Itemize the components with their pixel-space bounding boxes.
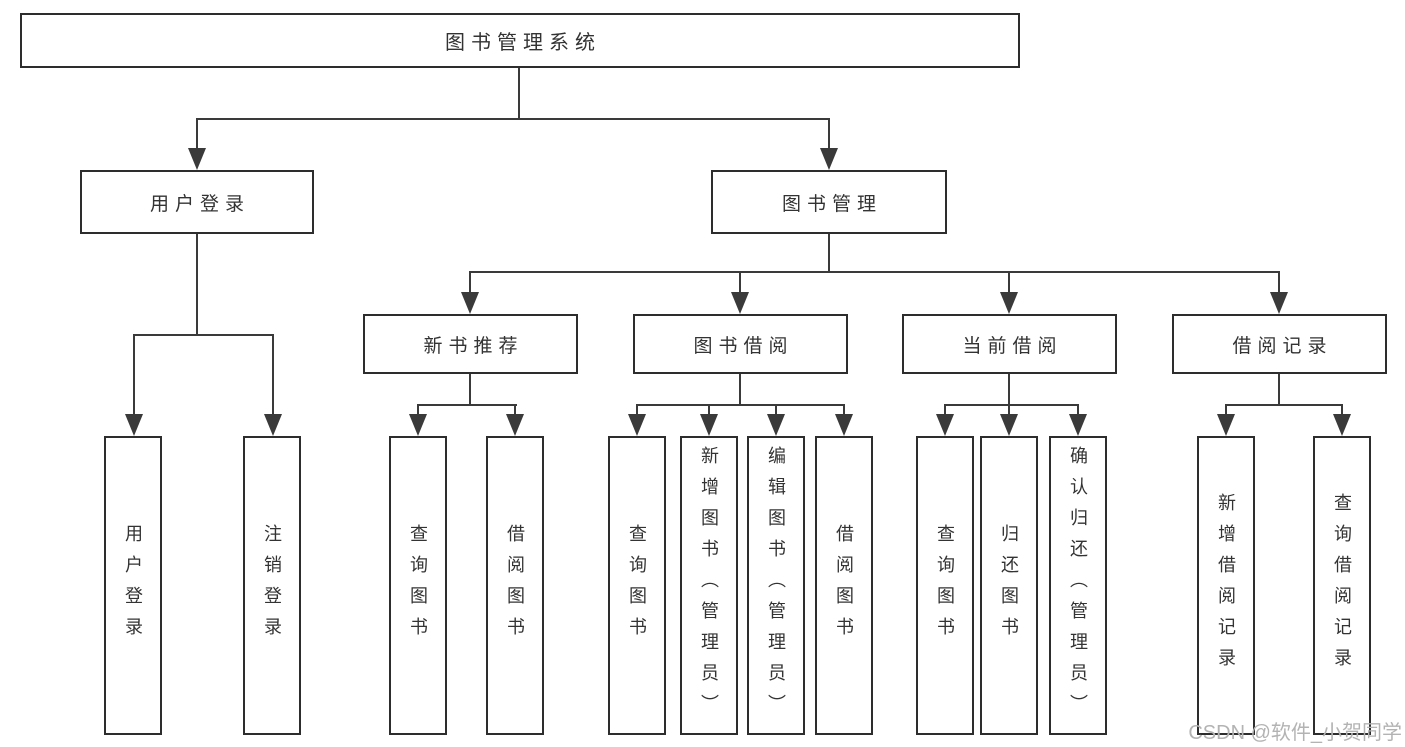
connector-line (944, 404, 946, 416)
leaf-query-books-borrowing: 查询图书 (608, 436, 666, 735)
arrow-down-icon (264, 414, 282, 436)
node-borrowing-records: 借阅记录 (1172, 314, 1387, 374)
leaf-logout: 注销登录 (243, 436, 301, 735)
connector-line (944, 404, 1079, 406)
arrow-down-icon (188, 148, 206, 170)
node-library-management-system: 图书管理系统 (20, 13, 1020, 68)
arrow-down-icon (506, 414, 524, 436)
leaf-label: 查询借阅记录 (1332, 492, 1352, 679)
connector-line (514, 404, 516, 416)
connector-line (636, 404, 638, 416)
arrow-down-icon (767, 414, 785, 436)
connector-line (708, 404, 710, 416)
arrow-down-icon (700, 414, 718, 436)
leaf-user-login: 用户登录 (104, 436, 162, 735)
connector-line (1008, 271, 1010, 294)
connector-line (1077, 404, 1079, 416)
arrow-down-icon (461, 292, 479, 314)
node-book-management: 图书管理 (711, 170, 947, 234)
arrow-down-icon (125, 414, 143, 436)
arrow-down-icon (820, 148, 838, 170)
node-label: 图书管理系统 (445, 32, 601, 54)
connector-line (272, 334, 274, 416)
connector-line (196, 118, 198, 150)
connector-line (1008, 374, 1010, 405)
connector-line (739, 271, 741, 294)
leaf-query-borrow-record: 查询借阅记录 (1313, 436, 1371, 735)
connector-line (636, 404, 845, 406)
leaf-label: 编辑图书（管理员） (766, 446, 786, 725)
connector-line (518, 68, 520, 119)
connector-line (417, 404, 419, 416)
leaf-label: 用户登录 (123, 523, 143, 648)
arrow-down-icon (731, 292, 749, 314)
node-label: 图书管理 (781, 193, 882, 215)
leaf-label: 查询图书 (627, 523, 647, 648)
leaf-label: 查询图书 (935, 523, 955, 648)
leaf-label: 借阅图书 (505, 523, 525, 648)
leaf-label: 确认归还（管理员） (1068, 446, 1088, 725)
arrow-down-icon (1270, 292, 1288, 314)
leaf-label: 新增借阅记录 (1216, 492, 1236, 679)
arrow-down-icon (835, 414, 853, 436)
leaf-label: 归还图书 (999, 523, 1019, 648)
connector-line (133, 334, 135, 416)
connector-line (828, 234, 830, 272)
connector-line (196, 118, 830, 120)
connector-line (417, 404, 517, 406)
leaf-return-books: 归还图书 (980, 436, 1038, 735)
leaf-label: 注销登录 (262, 523, 282, 648)
connector-line (1341, 404, 1343, 416)
node-current-borrowing: 当前借阅 (902, 314, 1117, 374)
connector-line (469, 374, 471, 405)
node-label: 当前借阅 (962, 335, 1063, 357)
connector-line (775, 404, 777, 416)
node-label: 新书推荐 (423, 335, 524, 357)
leaf-borrow-books: 借阅图书 (815, 436, 873, 735)
arrow-down-icon (936, 414, 954, 436)
arrow-down-icon (1333, 414, 1351, 436)
node-label: 借阅记录 (1232, 335, 1333, 357)
connector-line (1225, 404, 1227, 416)
leaf-label: 查询图书 (408, 523, 428, 648)
leaf-borrow-books-recommend: 借阅图书 (486, 436, 544, 735)
connector-line (1008, 404, 1010, 416)
leaf-confirm-return-admin: 确认归还（管理员） (1049, 436, 1107, 735)
node-book-borrowing: 图书借阅 (633, 314, 848, 374)
node-label: 用户登录 (149, 193, 250, 215)
leaf-query-books-recommend: 查询图书 (389, 436, 447, 735)
arrow-down-icon (1000, 414, 1018, 436)
connector-line (828, 118, 830, 150)
arrow-down-icon (1217, 414, 1235, 436)
connector-line (469, 271, 1280, 273)
connector-line (1278, 374, 1280, 405)
connector-line (469, 271, 471, 294)
connector-line (196, 234, 198, 335)
arrow-down-icon (628, 414, 646, 436)
node-new-book-recommendation: 新书推荐 (363, 314, 578, 374)
connector-line (133, 334, 274, 336)
arrow-down-icon (409, 414, 427, 436)
leaf-label: 借阅图书 (834, 523, 854, 648)
leaf-edit-book-admin: 编辑图书（管理员） (747, 436, 805, 735)
arrow-down-icon (1069, 414, 1087, 436)
leaf-add-borrow-record: 新增借阅记录 (1197, 436, 1255, 735)
arrow-down-icon (1000, 292, 1018, 314)
connector-line (1278, 271, 1280, 294)
connector-line (739, 374, 741, 405)
leaf-label: 新增图书（管理员） (699, 446, 719, 725)
connector-line (843, 404, 845, 416)
watermark: CSDN @软件_小贺同学 (1188, 722, 1402, 744)
connector-line (1225, 404, 1343, 406)
node-user-login: 用户登录 (80, 170, 314, 234)
node-label: 图书借阅 (693, 335, 794, 357)
leaf-query-books-current: 查询图书 (916, 436, 974, 735)
leaf-add-book-admin: 新增图书（管理员） (680, 436, 738, 735)
